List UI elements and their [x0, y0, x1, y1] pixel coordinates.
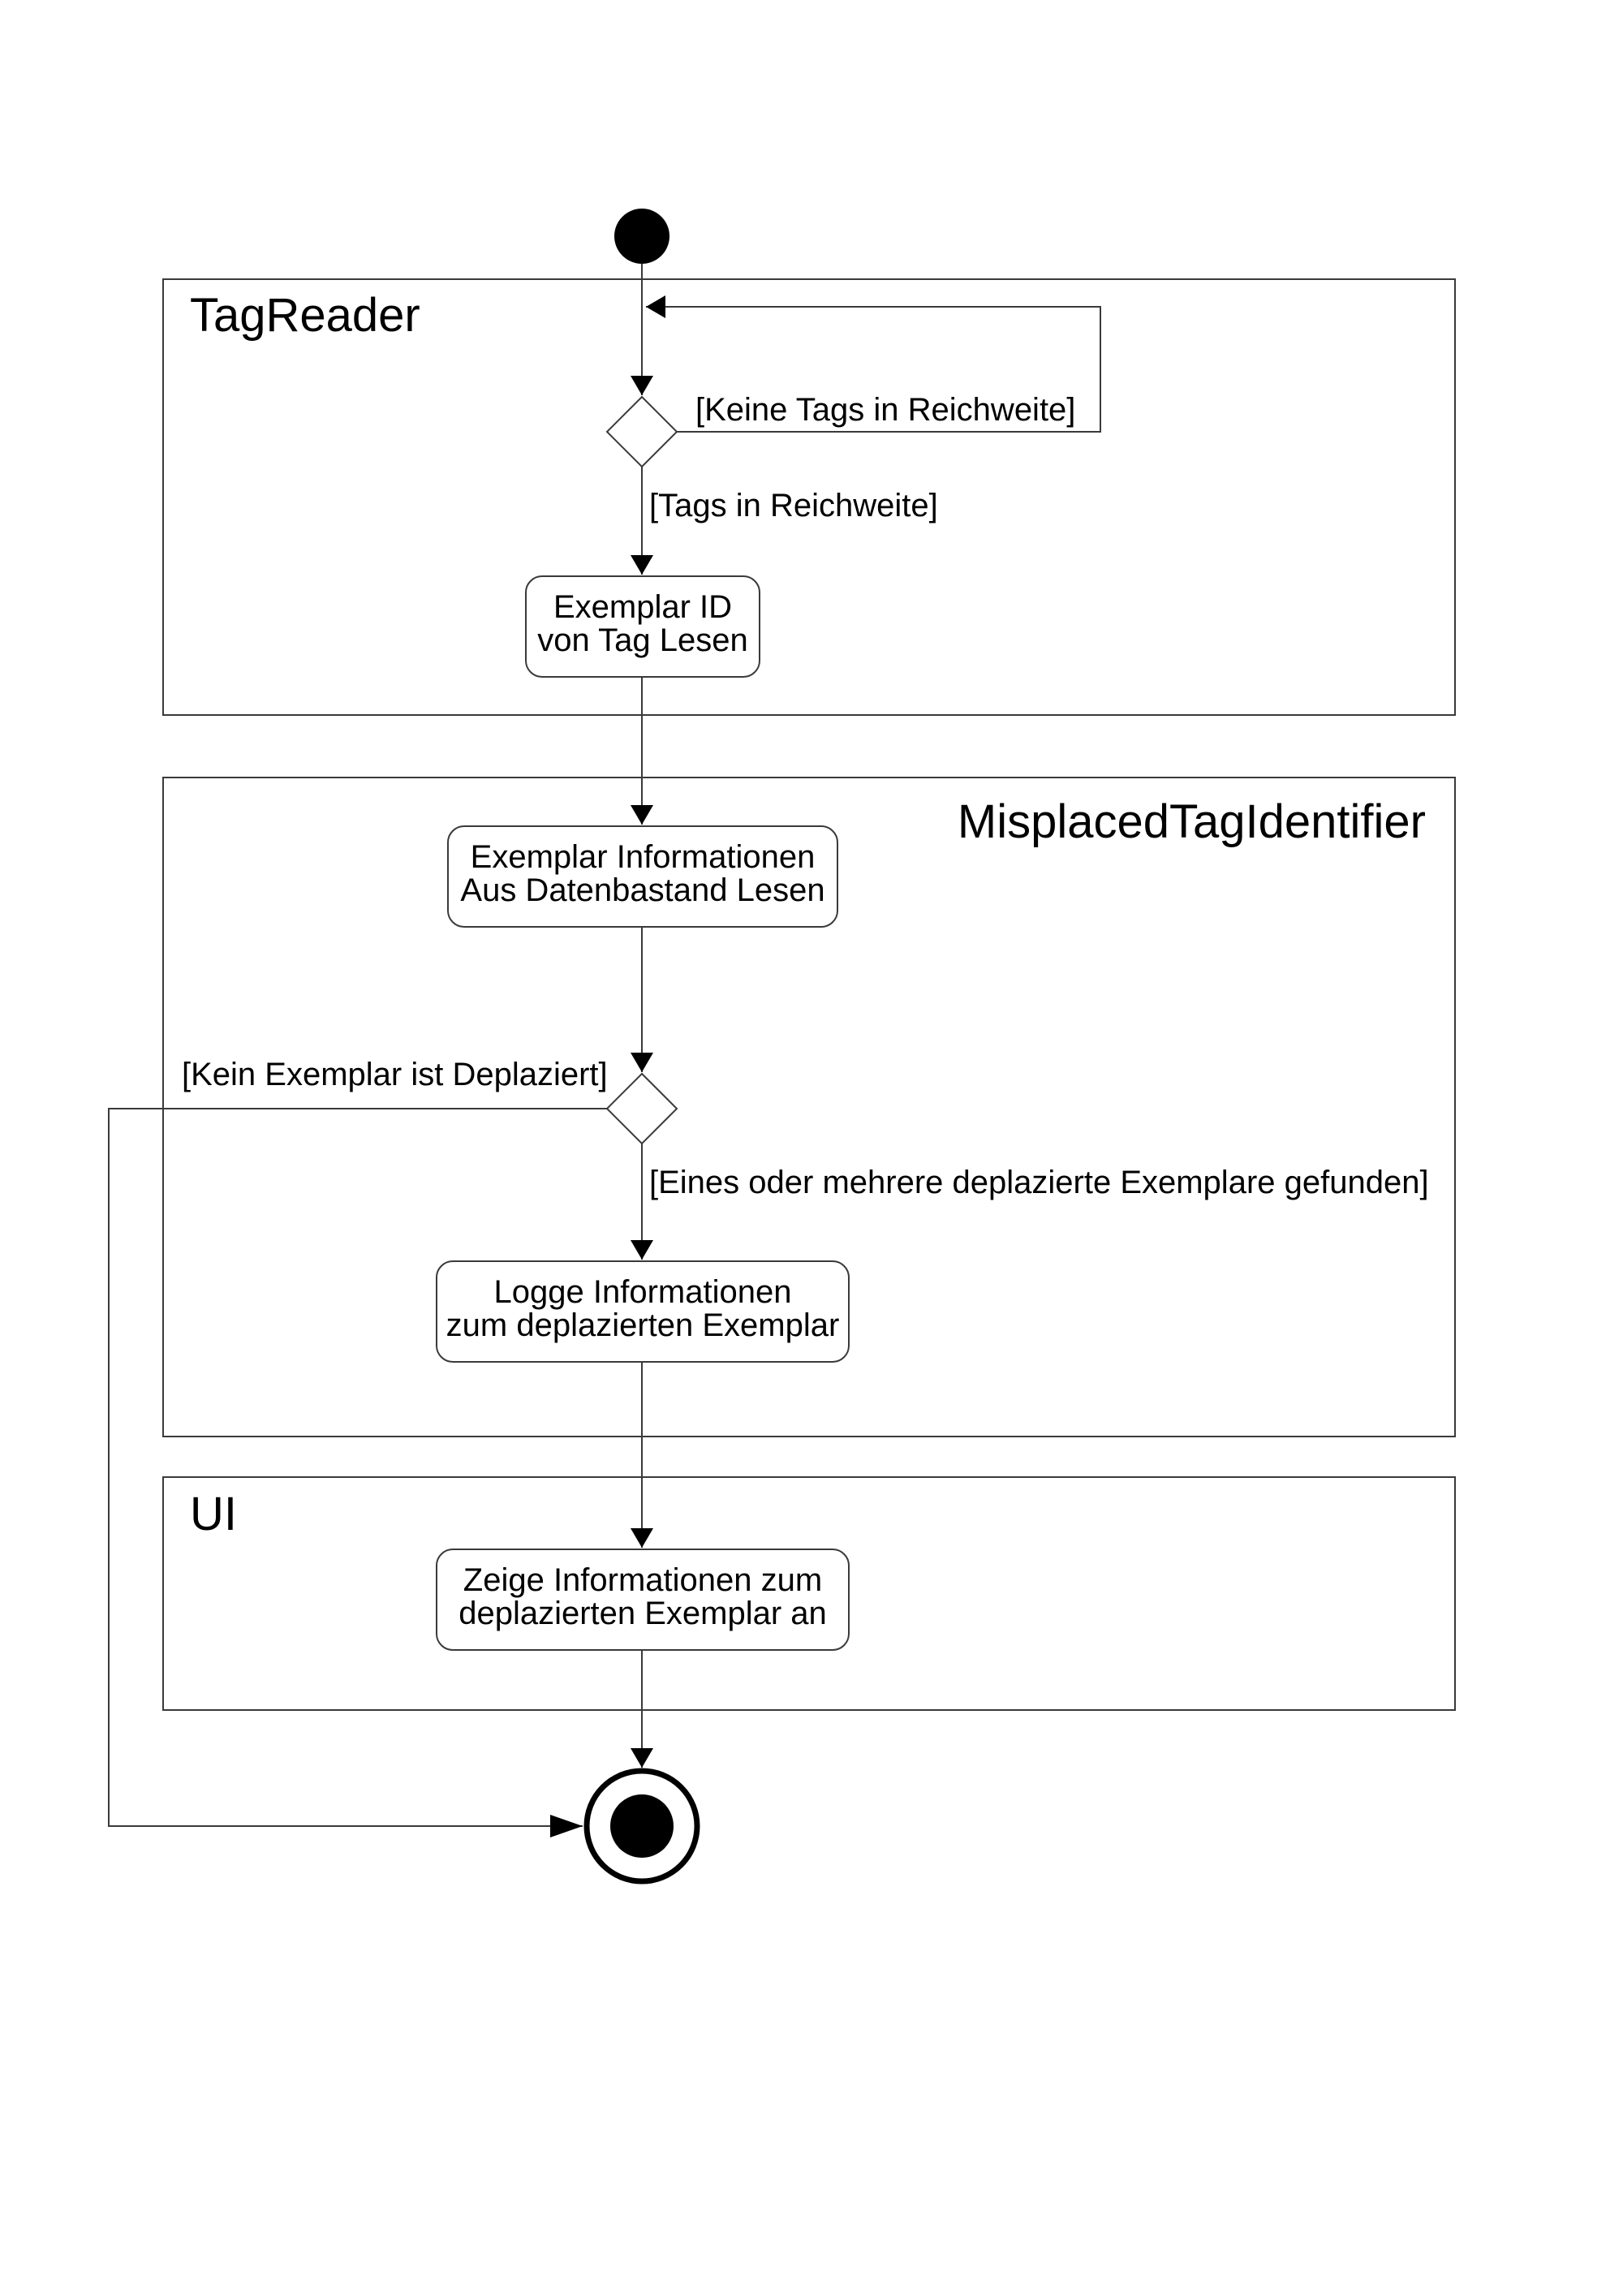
- guard-tags-in-range: [Tags in Reichweite]: [649, 488, 938, 523]
- action-log-info-line2: zum deplazierten Exemplar: [446, 1307, 840, 1343]
- final-node-dot: [610, 1794, 674, 1858]
- action-read-info-line1: Exemplar Informationen: [471, 839, 816, 875]
- action-show-info-line2: deplazierten Exemplar an: [458, 1596, 827, 1631]
- partition-misplaced-frame: [162, 777, 1456, 1437]
- action-read-info-line2: Aus Datenbastand Lesen: [460, 872, 824, 908]
- flow-loop-no-tags: [646, 295, 1101, 433]
- partition-tagreader-frame: [162, 278, 1456, 716]
- guard-no-tags: [Keine Tags in Reichweite]: [695, 392, 1075, 428]
- initial-node: [614, 209, 669, 264]
- partition-misplaced-title: MisplacedTagIdentifier: [958, 795, 1426, 848]
- guard-no-misplaced: [Kein Exemplar ist Deplaziert]: [182, 1057, 608, 1092]
- partition-tagreader-title: TagReader: [190, 289, 420, 342]
- partition-ui-title: UI: [190, 1488, 237, 1540]
- action-read-id-line1: Exemplar ID: [553, 589, 732, 625]
- action-show-info-line1: Zeige Informationen zum: [463, 1562, 822, 1598]
- action-read-id-line2: von Tag Lesen: [537, 622, 747, 658]
- partition-ui-frame: [162, 1476, 1456, 1711]
- flow-no-misplaced-to-final: [108, 1108, 607, 1837]
- decision-misplaced: [605, 1072, 678, 1145]
- action-log-info-line1: Logge Informationen: [494, 1274, 792, 1310]
- guard-misplaced-found: [Eines oder mehrere deplazierte Exemplar…: [649, 1165, 1429, 1200]
- decision-tags-in-range: [605, 395, 678, 468]
